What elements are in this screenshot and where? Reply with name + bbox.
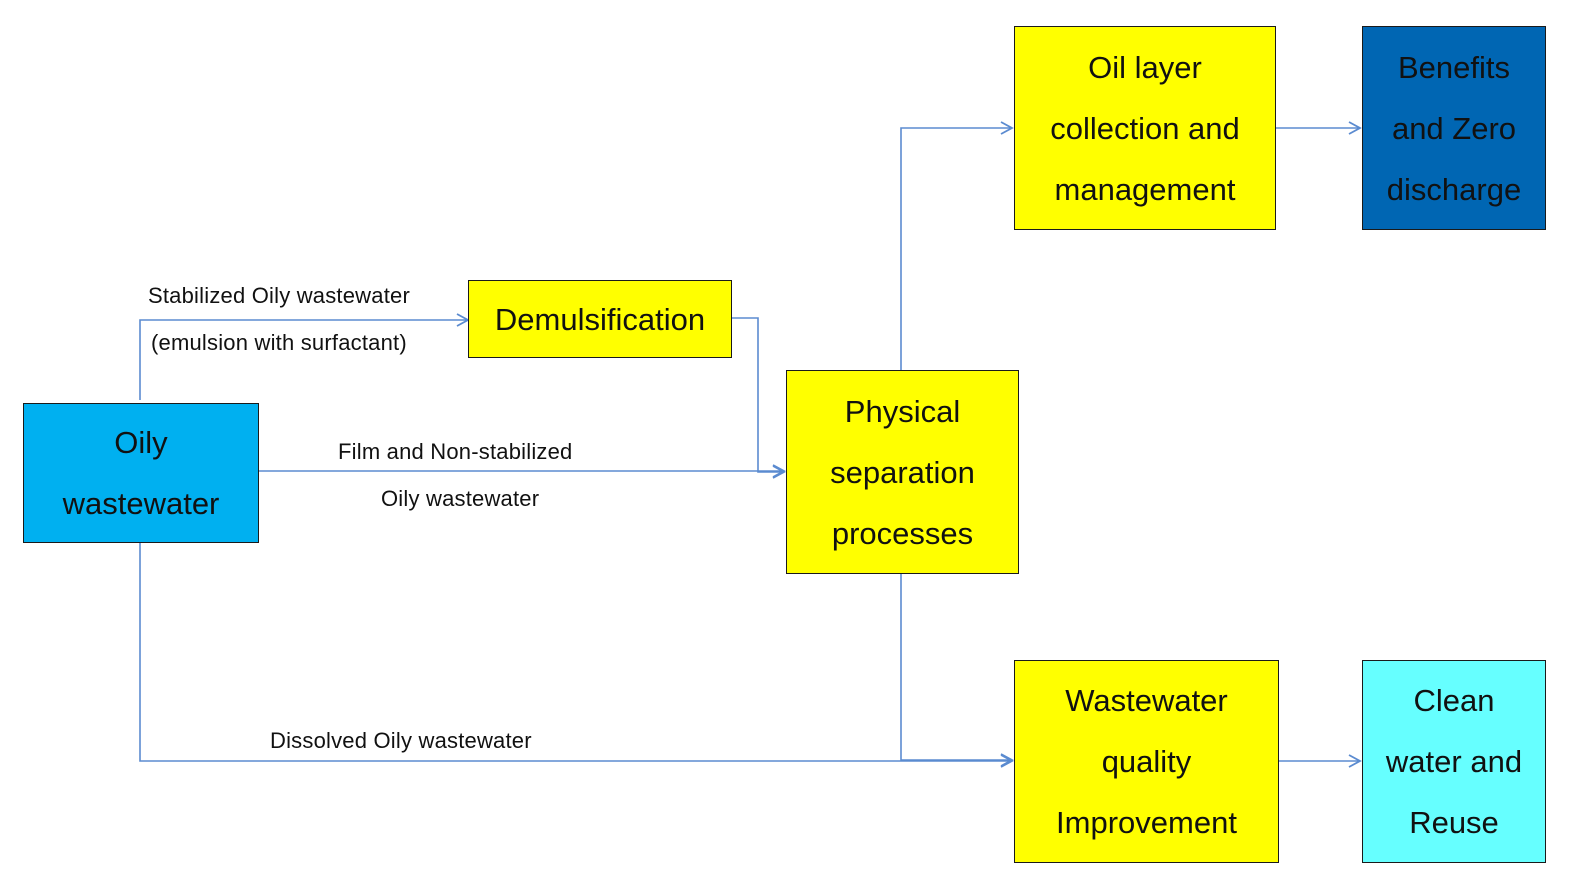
dissolved-label: Dissolved Oily wastewater	[270, 728, 532, 753]
arrow-physical-to-wastewater-quality	[900, 574, 1014, 767]
physical-separation-node: Physical separation processes	[786, 370, 1019, 574]
physical-separation-line-1: Physical	[844, 393, 961, 429]
clean-water-line-1: Clean	[1413, 683, 1495, 718]
oily-wastewater-node: Oily wastewater	[23, 403, 259, 543]
clean-water-node: Clean water and Reuse	[1362, 660, 1546, 863]
benefits-line-2: and Zero	[1391, 110, 1517, 146]
film-label-line-1: Film and Non-stabilized	[338, 439, 573, 464]
arrow-physical-to-oil-layer	[900, 121, 1014, 370]
oily-wastewater-line-2: wastewater	[62, 486, 220, 521]
stabilized-label-line-1: Stabilized Oily wastewater	[148, 283, 410, 308]
oil-layer-node: Oil layer collection and management	[1014, 26, 1276, 230]
film-label-line-2: Oily wastewater	[381, 486, 540, 511]
wastewater-quality-line-1: Wastewater	[1065, 683, 1228, 718]
physical-separation-line-3: processes	[831, 515, 974, 551]
demulsification-node: Demulsification	[468, 280, 732, 358]
benefits-node: Benefits and Zero discharge	[1362, 26, 1546, 230]
oil-layer-line-2: collection and	[1050, 110, 1240, 146]
wastewater-quality-line-2: quality	[1101, 744, 1192, 779]
oil-layer-line-1: Oil layer	[1088, 49, 1202, 85]
arrow-oily-to-wastewater-quality	[139, 542, 1014, 768]
stabilized-label-line-2: (emulsion with surfactant)	[151, 330, 407, 355]
oil-layer-line-3: management	[1054, 171, 1236, 207]
wastewater-quality-line-3: Improvement	[1056, 805, 1237, 840]
arrow-demulsification-to-physical	[732, 317, 786, 479]
wastewater-quality-node: Wastewater quality Improvement	[1014, 660, 1279, 863]
physical-separation-line-2: separation	[830, 454, 975, 490]
oily-wastewater-line-1: Oily	[114, 425, 168, 460]
demulsification-line-1: Demulsification	[494, 301, 706, 337]
benefits-line-3: discharge	[1386, 171, 1522, 207]
clean-water-line-3: Reuse	[1409, 805, 1499, 840]
benefits-line-1: Benefits	[1397, 49, 1510, 85]
arrow-oily-to-demulsification	[139, 313, 470, 400]
clean-water-line-2: water and	[1385, 744, 1523, 779]
